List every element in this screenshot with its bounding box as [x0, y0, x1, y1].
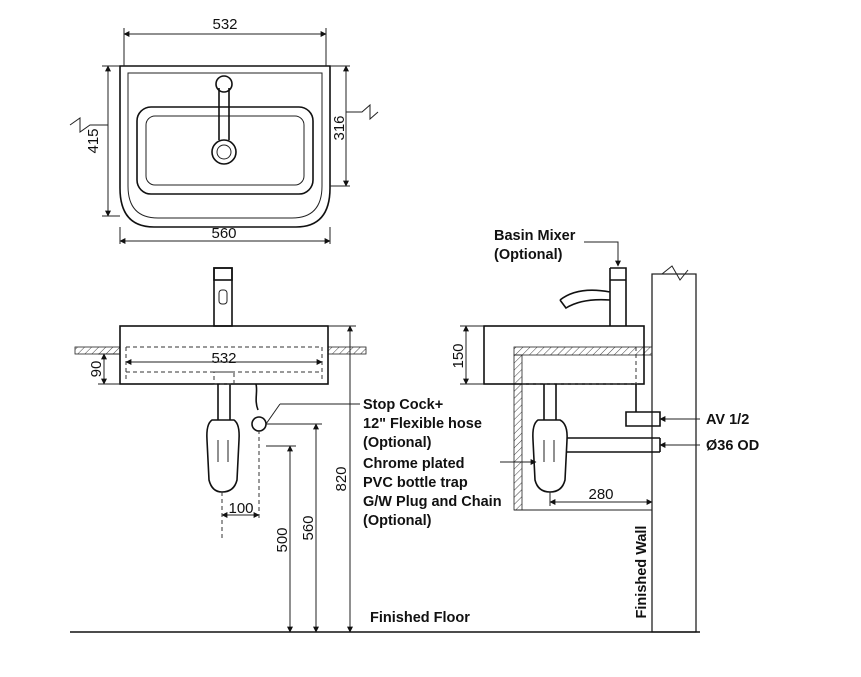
front-bottle-trap	[206, 419, 240, 493]
trap-label-3: G/W Plug and Chain	[363, 494, 502, 510]
side-cabinet-hatch	[513, 354, 523, 511]
stop-cock-label-2: 12" Flexible hose	[363, 416, 482, 432]
front-waste-pipe	[217, 384, 231, 420]
tap-hole	[215, 75, 233, 93]
front-stop-cock	[251, 416, 267, 432]
trap-label-1: Chrome plated	[363, 456, 465, 472]
basin-mixer-leader	[584, 241, 621, 267]
dim-label-280: 280	[588, 486, 613, 503]
side-waste-outlet-pipe	[567, 437, 661, 453]
dim-label-500: 500	[274, 527, 291, 552]
dim-label-560: 560	[211, 225, 236, 242]
side-view: Finished Wall 150 280 Basin Mixer (Optio…	[450, 228, 759, 633]
waste-outlet	[211, 139, 237, 165]
dim-label-415: 415	[85, 128, 102, 153]
spout-top	[218, 88, 230, 140]
wall-break-left	[69, 117, 108, 133]
side-bottle-trap	[532, 419, 568, 493]
basin-bowl	[136, 106, 314, 195]
front-flexible-hose	[255, 383, 259, 411]
front-counter-hatch-left	[74, 346, 121, 355]
side-waste-pipe	[543, 384, 557, 420]
dim-label-316: 316	[331, 115, 348, 140]
finished-wall-hatch	[651, 273, 697, 633]
dim-label-90: 90	[88, 361, 105, 378]
finished-wall-label: Finished Wall	[634, 526, 650, 619]
front-view: 532 90 100 500 560 820 Finished Floor St…	[70, 267, 700, 633]
dim-label-532-top: 532	[212, 16, 237, 33]
stop-cock-label-1: Stop Cock+	[363, 397, 443, 413]
dim-label-820: 820	[333, 466, 350, 491]
front-counter-hatch-right	[327, 346, 367, 355]
av-label: AV 1/2	[706, 412, 749, 428]
dim-label-560-front: 560	[300, 515, 317, 540]
dim-label-150: 150	[450, 343, 467, 368]
side-supply-pipe	[625, 384, 661, 427]
front-basin-mixer	[213, 267, 233, 327]
trap-label-4: (Optional)	[363, 513, 432, 529]
side-counter-hatch	[513, 346, 653, 356]
basin-outer-outline	[119, 65, 331, 228]
basin-mixer-label-2: (Optional)	[494, 247, 563, 263]
wall-break-top	[661, 265, 689, 281]
dim-label-532-front: 532	[211, 350, 236, 367]
stop-cock-label-3: (Optional)	[363, 435, 432, 451]
side-basin-mixer	[559, 267, 627, 326]
basin-rim-outline	[127, 72, 323, 219]
basin-mixer-label-1: Basin Mixer	[494, 228, 576, 244]
trap-label-2: PVC bottle trap	[363, 475, 468, 491]
dim-label-100: 100	[228, 500, 253, 517]
basin-bowl-inner	[145, 115, 305, 186]
od-label: Ø36 OD	[706, 438, 759, 454]
finished-floor-label: Finished Floor	[370, 610, 470, 626]
wall-break-right	[346, 103, 379, 121]
top-view: 532 560 415 316	[69, 16, 379, 244]
